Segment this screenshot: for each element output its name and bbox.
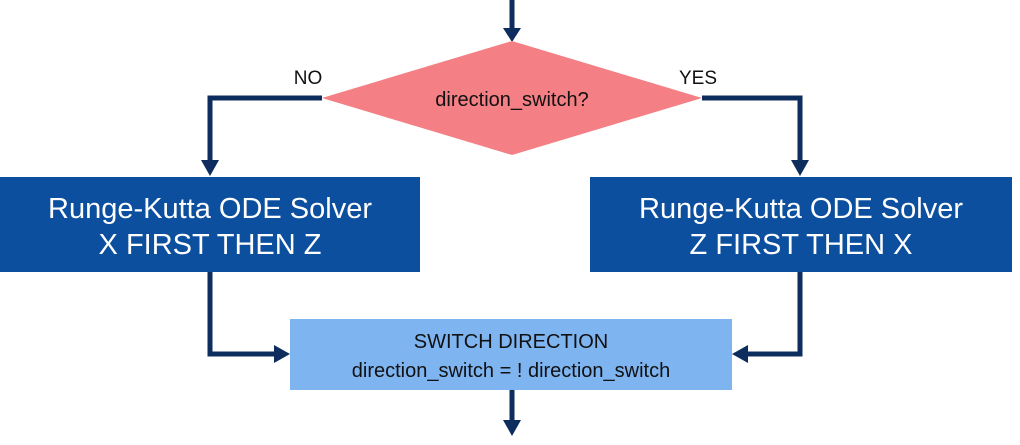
arrow-right-to-switch <box>746 272 803 357</box>
arrow-yes-branch <box>702 95 803 162</box>
arrow-left-to-switch <box>207 272 276 357</box>
arrow-incoming-head <box>503 28 521 42</box>
arrow-no-branch-head <box>201 160 219 176</box>
solver-right-line2: Z FIRST THEN X <box>690 229 913 261</box>
arrow-left-to-switch-head <box>274 345 290 363</box>
solver-box-right <box>590 177 1012 272</box>
solver-box-left <box>0 177 420 272</box>
decision-text: direction_switch? <box>435 89 588 111</box>
arrow-outgoing-head <box>503 420 521 436</box>
connectors <box>201 0 809 436</box>
solver-left-line2: X FIRST THEN Z <box>99 229 322 261</box>
solver-left-line1: Runge-Kutta ODE Solver <box>48 193 372 225</box>
solver-right-line1: Runge-Kutta ODE Solver <box>639 193 963 225</box>
switch-line1: SWITCH DIRECTION <box>414 331 608 353</box>
arrow-yes-branch-head <box>791 160 809 176</box>
switch-line2: direction_switch = ! direction_switch <box>352 360 670 382</box>
no-label: NO <box>294 68 323 89</box>
yes-label: YES <box>679 68 717 89</box>
switch-box <box>290 319 732 390</box>
arrow-right-to-switch-head <box>732 345 748 363</box>
decision-diamond <box>322 41 702 155</box>
arrow-no-branch <box>207 95 322 162</box>
